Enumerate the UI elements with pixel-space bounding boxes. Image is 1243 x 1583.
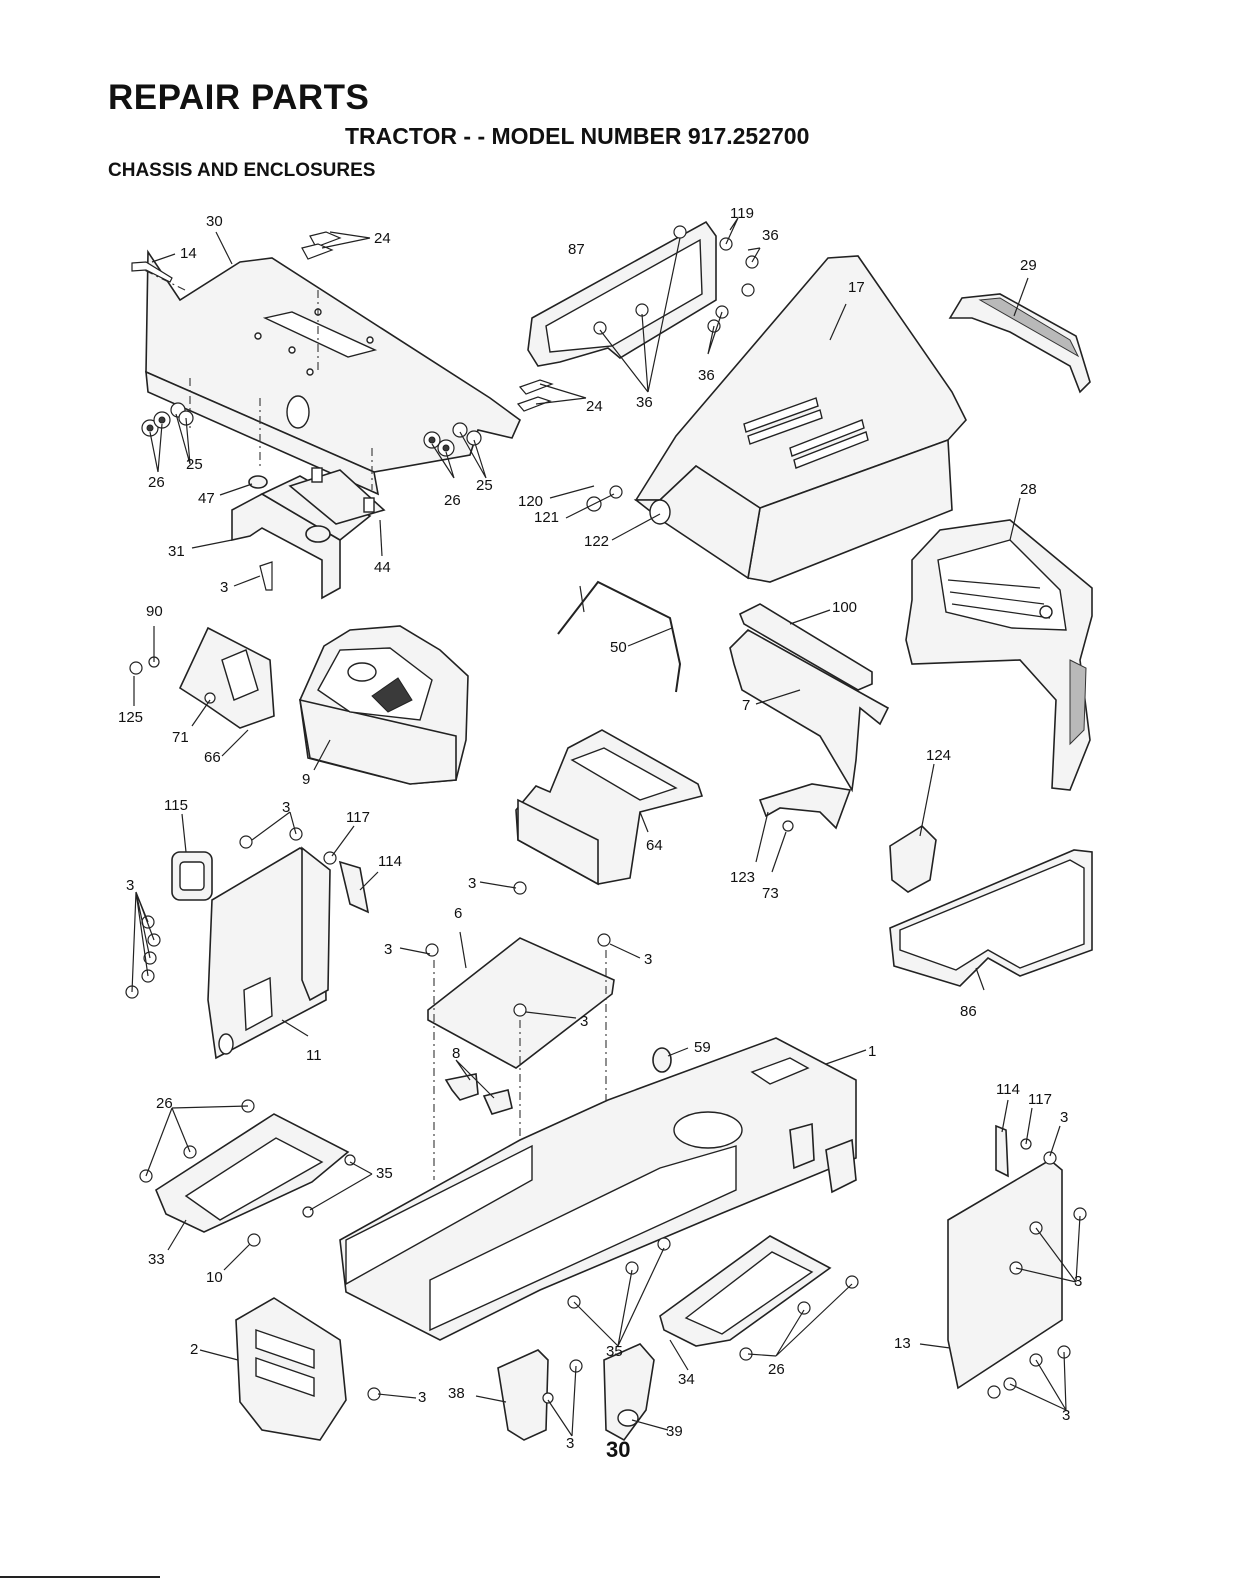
callout-label: 117 (1028, 1091, 1052, 1108)
callout-label: 29 (1020, 257, 1037, 274)
callout-label: 3 (1060, 1109, 1068, 1126)
part-7-support (730, 604, 888, 790)
callout-label: 26 (444, 492, 461, 509)
callout-label: 38 (448, 1385, 465, 1402)
callout-label: 3 (644, 951, 652, 968)
part-66-cover-plate (130, 628, 274, 728)
part-13-side-plate (948, 1126, 1086, 1398)
callout-label: 35 (376, 1165, 393, 1182)
callout-label: 125 (118, 709, 143, 726)
callout-label: 59 (694, 1039, 711, 1056)
part-123-bracket (760, 784, 936, 892)
callout-label: 117 (346, 809, 370, 826)
callout-label: 39 (666, 1423, 683, 1440)
callout-label: 26 (148, 474, 165, 491)
callout-label: 35 (606, 1343, 623, 1360)
callout-label: 73 (762, 885, 779, 902)
callout-label: 2 (190, 1341, 198, 1358)
callout-label: 64 (646, 837, 663, 854)
callout-label: 3 (384, 941, 392, 958)
callout-label: 66 (204, 749, 221, 766)
part-8-clips (446, 1074, 512, 1114)
callout-label: 1 (868, 1043, 876, 1060)
callout-label: 44 (374, 559, 391, 576)
callout-label: 17 (848, 279, 865, 296)
callout-label: 30 (206, 213, 223, 230)
callout-label: 87 (568, 241, 585, 258)
callout-label: 24 (374, 230, 391, 247)
callout-label: 90 (146, 603, 163, 620)
part-9-fuel-tank (300, 626, 468, 784)
callout-label: 115 (164, 797, 188, 814)
callout-label: 36 (698, 367, 715, 384)
callout-label: 3 (468, 875, 476, 892)
callout-label: 7 (742, 697, 750, 714)
callout-label: 34 (678, 1371, 695, 1388)
callout-label: 3 (1074, 1273, 1082, 1290)
callout-label: 120 (518, 493, 543, 510)
callout-label: 36 (636, 394, 653, 411)
callout-label: 8 (452, 1045, 460, 1062)
callout-label: 14 (180, 245, 197, 262)
callout-label: 25 (186, 456, 203, 473)
part-50-rod (558, 582, 680, 692)
part-87-bracket (528, 222, 758, 366)
part-33-footrest (140, 1100, 355, 1246)
callout-label: 9 (302, 771, 310, 788)
part-115-grommet (172, 852, 212, 900)
callout-label: 26 (156, 1095, 173, 1112)
footer-rule (0, 1576, 160, 1578)
callout-label: 3 (566, 1435, 574, 1452)
callout-label: 3 (580, 1013, 588, 1030)
callout-label: 71 (172, 729, 189, 746)
callout-label: 119 (730, 205, 754, 222)
callout-label: 114 (378, 853, 402, 870)
callout-label: 3 (1062, 1407, 1070, 1424)
callout-label: 13 (894, 1335, 911, 1352)
callout-label: 6 (454, 905, 462, 922)
callout-label: 50 (610, 639, 627, 656)
callout-label: 122 (584, 533, 609, 550)
callout-label: 10 (206, 1269, 223, 1286)
callout-label: 11 (306, 1047, 322, 1064)
page-number: 30 (606, 1437, 630, 1463)
part-59-bushing (653, 1048, 671, 1072)
callout-label: 3 (282, 799, 290, 816)
callout-label: 47 (198, 490, 215, 507)
part-29-grill (950, 294, 1090, 392)
callout-label: 24 (586, 398, 603, 415)
callout-label: 36 (762, 227, 779, 244)
callout-label: 123 (730, 869, 755, 886)
callout-label: 114 (996, 1081, 1020, 1098)
part-34-footrest (660, 1236, 858, 1360)
callout-label: 3 (126, 877, 134, 894)
part-38-39-brackets (498, 1344, 654, 1440)
part-11-side-plate (126, 828, 368, 1058)
callout-label: 26 (768, 1361, 785, 1378)
callout-label: 3 (418, 1389, 426, 1406)
callout-label: 121 (534, 509, 559, 526)
callout-label: 33 (148, 1251, 165, 1268)
callout-label: 25 (476, 477, 493, 494)
callout-label: 100 (832, 599, 857, 616)
part-2-front-plate (236, 1298, 380, 1440)
callout-label: 31 (168, 543, 185, 560)
part-64-frame-bracket (516, 730, 702, 884)
callout-label: 28 (1020, 481, 1037, 498)
callout-label: 124 (926, 747, 951, 764)
callout-label: 86 (960, 1003, 977, 1020)
callout-label: 3 (220, 579, 228, 596)
